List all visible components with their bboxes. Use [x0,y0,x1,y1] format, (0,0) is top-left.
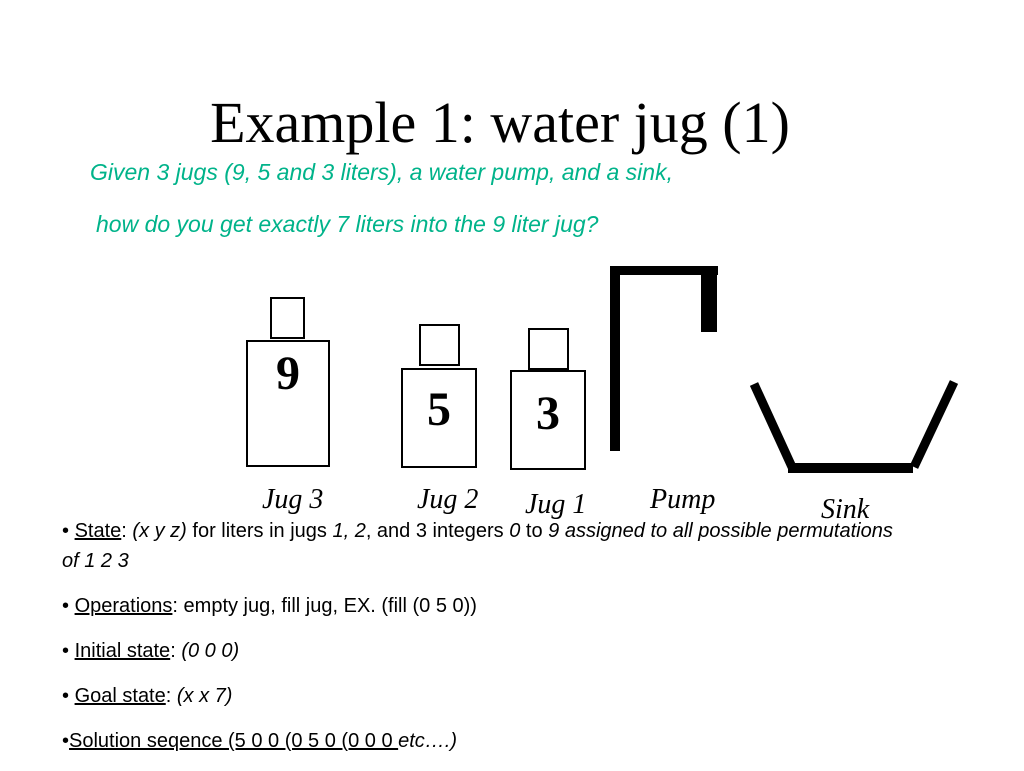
pump-arm [610,266,718,275]
subtitle-line-1: Given 3 jugs (9, 5 and 3 liters), a wate… [90,159,673,185]
bullet-goal-state: • Goal state: (x x 7) [62,681,902,711]
initial-state-value: (0 0 0) [181,640,240,662]
bullet-list: • State: (x y z) for liters in jugs 1, 2… [62,516,902,771]
pump-spout [701,266,717,332]
jug-3-body: 9 [246,340,330,467]
goal-state-colon: : [165,685,177,707]
jug-2-neck [419,324,460,366]
bullet-marker: • [62,520,70,542]
jug-2-body: 5 [401,368,477,468]
pump-label: Pump [650,484,716,515]
bullet-marker: • [62,730,70,752]
sink-icon [749,380,959,473]
state-text-3: to [520,520,549,542]
state-term: State [74,520,122,542]
bullet-solution: •Solution seqence (5 0 0 (0 5 0 (0 0 0 e… [62,726,902,756]
state-zero: 0 [509,520,521,542]
solution-etc: etc….) [398,730,458,752]
jug-3-neck [270,297,305,339]
state-colon: : [121,520,127,542]
goal-state-value: (x x 7) [176,685,233,707]
jug-1-label: Jug 1 [525,489,587,520]
solution-text: Solution seqence (5 0 0 (0 5 0 (0 0 0 [69,730,399,752]
bullet-marker: • [62,595,70,617]
bullet-marker: • [62,685,70,707]
slide-title: Example 1: water jug (1) [210,90,790,155]
operations-term: Operations [74,595,173,617]
operations-text: : empty jug, fill jug, EX. (fill (0 5 0)… [172,595,477,617]
jug-1-neck [528,328,569,370]
jug-2-label: Jug 2 [417,484,479,515]
bullet-marker: • [62,640,70,662]
jug-3-label: Jug 3 [262,484,324,515]
state-tuple: (x y z) [132,520,187,542]
goal-state-term: Goal state [74,685,166,707]
state-rest: 9 assigned to all possible permutations … [62,520,893,572]
bullet-initial-state: • Initial state: (0 0 0) [62,636,902,666]
subtitle-line-2: how do you get exactly 7 liters into the… [96,211,599,237]
state-text-1: for liters in jugs [186,520,333,542]
initial-state-term: Initial state [74,640,171,662]
state-text-2: , and 3 integers [365,520,510,542]
jug-1-capacity: 3 [536,387,560,440]
initial-state-colon: : [170,640,182,662]
bullet-operations: • Operations: empty jug, fill jug, EX. (… [62,591,902,621]
jug-2-capacity: 5 [427,383,451,436]
jug-1-body: 3 [510,370,586,470]
sink-label: Sink [821,494,870,525]
state-jugs: 1, 2 [332,520,366,542]
pump-pole [610,266,620,451]
jug-3-capacity: 9 [276,346,300,400]
bullet-state: • State: (x y z) for liters in jugs 1, 2… [62,516,902,576]
